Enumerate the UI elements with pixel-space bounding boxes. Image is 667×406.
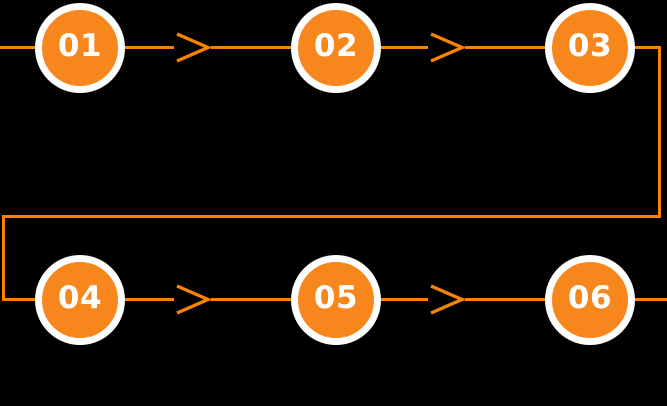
step-number-05: 05: [313, 280, 359, 316]
step-number-04: 04: [57, 280, 103, 316]
step-number-06: 06: [567, 280, 613, 316]
step-node-03: 03: [545, 2, 635, 93]
step-node-02: 02: [291, 2, 381, 93]
arrow-chevron-right-icon-4: [430, 284, 467, 315]
step-number-03: 03: [567, 28, 613, 64]
step-number-02: 02: [313, 28, 359, 64]
step-node-04: 04: [35, 254, 125, 345]
step-number-01: 01: [57, 28, 103, 64]
arrow-chevron-right-icon-1: [176, 32, 213, 63]
arrow-chevron-right-icon-3: [176, 284, 213, 315]
step-node-06: 06: [545, 254, 635, 345]
step-node-01: 01: [35, 2, 125, 93]
arrow-chevron-right-icon-2: [430, 32, 467, 63]
step-node-05: 05: [291, 254, 381, 345]
